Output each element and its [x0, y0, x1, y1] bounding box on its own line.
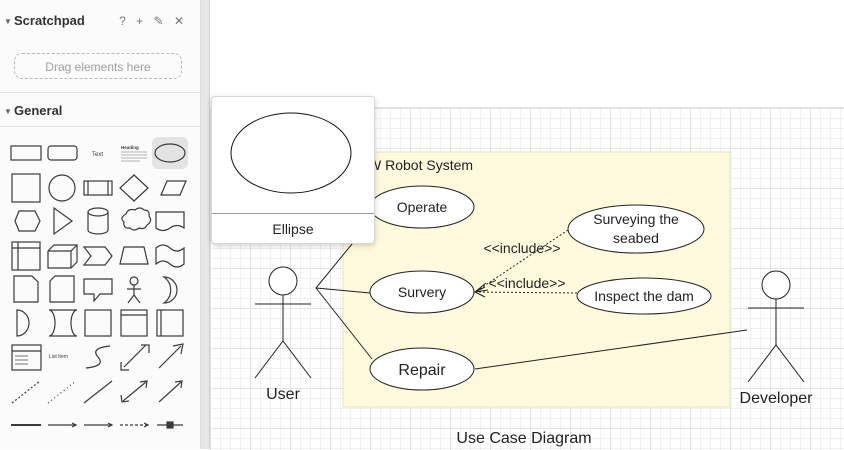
shape-data-storage[interactable] — [48, 309, 78, 337]
use-case-surveying-label-line1: Surveying the — [593, 211, 679, 227]
help-icon[interactable]: ? — [119, 14, 126, 28]
shape-square-2[interactable] — [84, 309, 112, 337]
shape-list-item[interactable]: List Item — [49, 354, 68, 360]
shape-connector-3[interactable] — [120, 422, 150, 428]
include-surveying-dependency[interactable] — [474, 229, 569, 293]
shape-step[interactable] — [82, 246, 113, 266]
actor-user-label: User — [266, 386, 300, 403]
use-case-surveying-label-line2: seabed — [613, 230, 659, 246]
use-case-diagram: W Robot System Operate Survery Repair — [254, 151, 814, 447]
tooltip-shape-name: Ellipse — [272, 221, 314, 237]
shape-tape[interactable] — [155, 244, 185, 268]
shape-or[interactable] — [162, 276, 178, 304]
shape-document[interactable] — [155, 211, 185, 232]
shape-frame[interactable] — [156, 309, 184, 337]
include-inspect-dependency[interactable] — [474, 291, 578, 294]
shape-connector-1[interactable] — [48, 422, 78, 428]
scratchpad-drop-zone[interactable]: Drag elements here — [14, 53, 182, 79]
shape-rectangle[interactable] — [10, 145, 42, 161]
shape-cylinder[interactable] — [87, 207, 109, 235]
actor-developer-label: Developer — [740, 390, 814, 407]
use-case-repair[interactable] — [369, 347, 475, 391]
shape-delay[interactable] — [16, 309, 30, 337]
shape-callout[interactable] — [83, 278, 113, 303]
shape-connector-2[interactable] — [84, 422, 114, 428]
shape-connector-4[interactable] — [157, 421, 183, 429]
shape-circle[interactable] — [48, 174, 76, 202]
shape-bidirectional-arrow[interactable] — [120, 344, 150, 371]
shape-container[interactable] — [120, 309, 148, 337]
shape-trapezoid[interactable] — [119, 246, 149, 265]
shape-diamond[interactable] — [119, 174, 149, 202]
use-case-survery[interactable] — [369, 270, 475, 314]
shape-text[interactable]: Text — [92, 152, 103, 158]
shape-process[interactable] — [83, 180, 113, 196]
general-shape-palette: Text Heading List Item — [10, 143, 187, 429]
collapse-triangle-icon[interactable]: ▼ — [4, 107, 12, 116]
shape-square[interactable] — [11, 173, 41, 203]
use-case-inspect-label: Inspect the dam — [594, 288, 694, 304]
system-label: W Robot System — [368, 157, 473, 173]
close-icon[interactable]: ✕ — [173, 14, 184, 28]
shape-actor[interactable] — [127, 276, 141, 304]
general-title: General — [14, 103, 63, 118]
include-label-1: <<include>> — [483, 240, 560, 256]
actor-developer[interactable] — [747, 270, 805, 383]
scratchpad-title: Scratchpad — [14, 13, 85, 28]
shape-ellipse-selected[interactable] — [152, 137, 188, 169]
shape-preview-tooltip: Ellipse — [211, 96, 375, 244]
scratchpad-header[interactable]: ▼ Scratchpad — [0, 12, 200, 32]
edit-icon[interactable]: ✎ — [153, 14, 164, 28]
ellipse-preview — [230, 112, 352, 194]
scratchpad-toolbar: ? + ✎ ✕ — [112, 14, 184, 28]
section-divider — [0, 92, 200, 93]
shape-dotted-line[interactable] — [47, 380, 77, 404]
general-header[interactable]: ▼ General — [0, 102, 200, 122]
shape-line[interactable] — [83, 380, 113, 404]
collapse-triangle-icon[interactable]: ▼ — [4, 17, 12, 26]
add-icon[interactable]: + — [136, 14, 144, 28]
use-case-survery-label: Survery — [398, 284, 446, 300]
shape-heading[interactable]: Heading — [121, 145, 139, 150]
shape-hexagon[interactable] — [14, 210, 41, 232]
shape-ellipse[interactable] — [154, 143, 186, 163]
shape-bidirectional-connector[interactable] — [120, 380, 148, 403]
shape-rounded-rectangle[interactable] — [47, 145, 78, 161]
shape-curve[interactable] — [85, 345, 111, 369]
shape-parallelogram[interactable] — [160, 180, 187, 196]
use-case-inspect-dam[interactable] — [576, 277, 712, 315]
include-label-2: <<include>> — [488, 275, 565, 291]
section-divider — [0, 126, 200, 127]
diagram-caption: Use Case Diagram — [456, 430, 591, 447]
shape-arrow[interactable] — [158, 343, 184, 369]
use-case-repair-label: Repair — [398, 362, 446, 379]
actor-user[interactable] — [254, 266, 312, 379]
include-arrowheads — [473, 282, 489, 298]
shapes-sidebar: ▼ Scratchpad ? + ✎ ✕ Drag elements here … — [0, 0, 201, 449]
association-user-survery[interactable] — [315, 287, 371, 294]
association-developer-repair[interactable] — [474, 329, 748, 370]
shape-note[interactable] — [13, 275, 39, 303]
use-case-operate-label: Operate — [397, 199, 448, 215]
heading-text-lines — [121, 151, 147, 162]
shape-cube[interactable] — [47, 244, 78, 269]
shape-list[interactable] — [11, 344, 42, 371]
shape-dashed-line[interactable] — [11, 380, 41, 404]
sidebar-resize-handle[interactable] — [201, 0, 210, 449]
tooltip-separator — [212, 213, 374, 214]
shape-directional-connector[interactable] — [158, 380, 183, 403]
shape-triangle[interactable] — [53, 206, 74, 236]
shape-card[interactable] — [49, 275, 75, 303]
shape-internal-storage[interactable] — [11, 241, 41, 271]
association-user-repair[interactable] — [315, 287, 373, 360]
shape-cloud[interactable] — [121, 207, 152, 231]
use-case-surveying-seabed[interactable] — [567, 204, 705, 254]
